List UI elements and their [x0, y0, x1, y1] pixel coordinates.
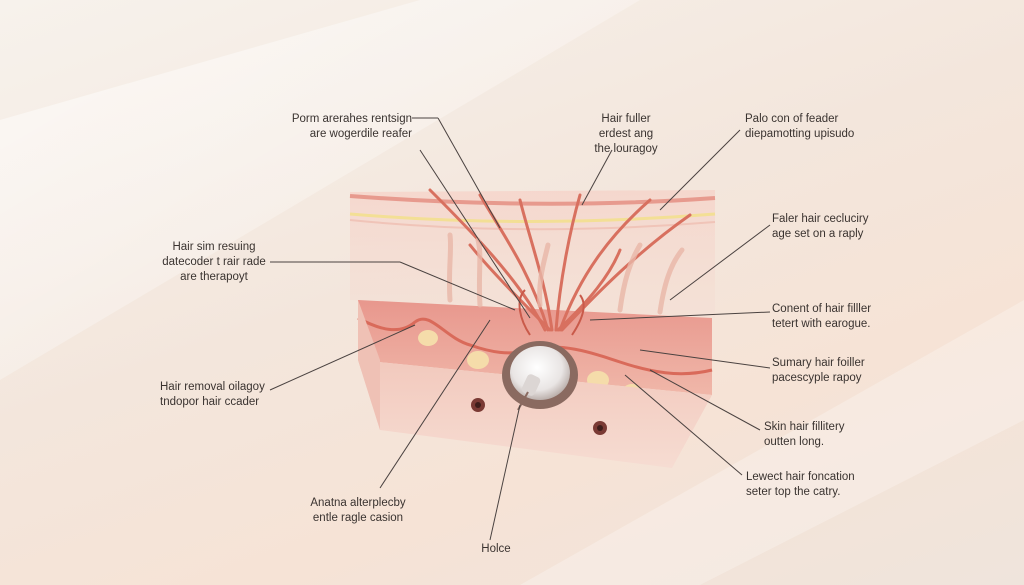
label-top-right: Palo con of feader diepamotting upisudo — [745, 112, 854, 142]
label-top-left: Porm arerahes rentsign are wogerdile rea… — [282, 112, 412, 142]
leader-lines — [269, 117, 771, 541]
follicle-roots — [518, 289, 585, 336]
hair-strands — [428, 188, 692, 332]
label-line: age set on a raply — [772, 228, 864, 240]
label-line: Holce — [481, 543, 511, 555]
treatment-device — [502, 341, 578, 411]
background-hairs — [446, 232, 685, 315]
label-right-3: Sumary hair foiller pacescyple rapoy — [772, 356, 865, 386]
label-line: Conent of hair filller — [772, 303, 872, 315]
label-bottom-left: Anatna alterplecby entle ragle casion — [310, 496, 405, 526]
label-line: tetert with earogue. — [772, 318, 871, 330]
label-mid-left: Hair sim resuing datecoder t rair rade a… — [162, 240, 266, 285]
label-line: erdest ang — [598, 128, 654, 140]
label-line: Hair sim resuing — [172, 241, 256, 253]
label-line: seter top the catry. — [746, 486, 841, 498]
label-line: outten long. — [764, 436, 825, 448]
label-line: Faler hair cecluciry — [772, 213, 869, 225]
label-line: entle ragle casion — [312, 512, 404, 524]
label-line: Porm arerahes rentsign — [291, 113, 412, 125]
label-left-low: Hair removal oilagoy tndopor hair ccader — [160, 380, 265, 410]
label-line: are therapoyt — [180, 271, 248, 283]
label-line: Lewect hair foncation — [746, 471, 855, 483]
label-line: Hair removal oilagoy — [160, 381, 265, 393]
label-line: Hair fuller — [601, 113, 651, 125]
label-bottom: Holce — [481, 542, 510, 557]
label-line: Sumary hair foiller — [772, 357, 865, 369]
label-line: are wogerdile reafer — [309, 128, 412, 140]
label-line: Palo con of feader — [745, 113, 839, 125]
label-right-4: Skin hair fillitery outten long. — [764, 420, 845, 450]
label-line: the louragoy — [594, 143, 658, 155]
label-line: datecoder t rair rade — [162, 256, 266, 268]
label-line: Skin hair fillitery — [764, 421, 845, 433]
label-line: tndopor hair ccader — [160, 396, 260, 408]
label-right-5: Lewect hair foncation seter top the catr… — [746, 470, 855, 500]
label-line: pacescyple rapoy — [772, 372, 862, 384]
label-line: Anatna alterplecby — [310, 497, 406, 509]
label-right-1: Faler hair cecluciry age set on a raply — [772, 212, 869, 242]
label-right-2: Conent of hair filller tetert with earog… — [772, 302, 871, 332]
light-streak — [0, 0, 640, 380]
label-line: diepamotting upisudo — [745, 128, 855, 140]
label-top-center: Hair fuller erdest ang the louragoy — [594, 112, 657, 157]
light-streak — [520, 300, 1024, 585]
